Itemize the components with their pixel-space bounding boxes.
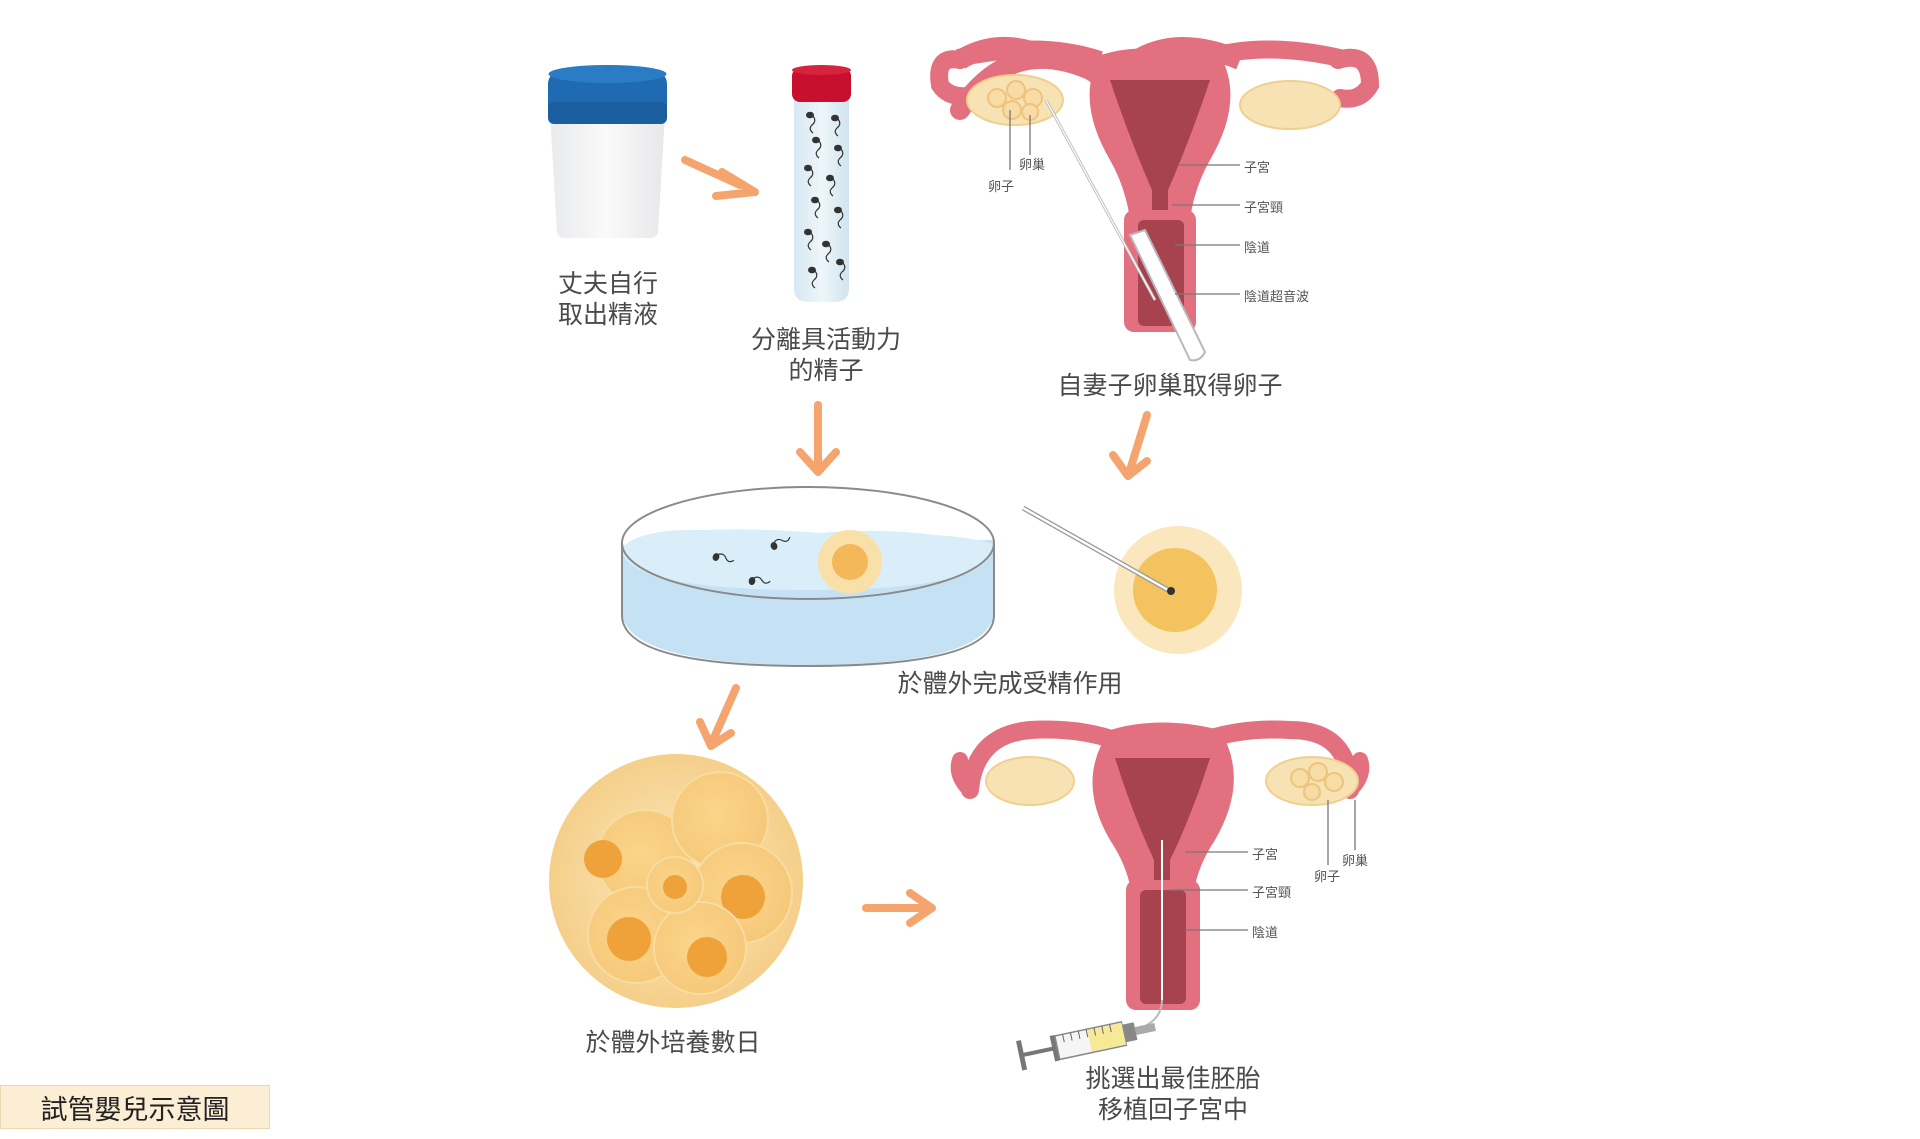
test-tube <box>792 65 851 302</box>
caption-line: 挑選出最佳胚胎 <box>1085 1064 1261 1093</box>
diagram-title: 試管嬰兒示意圖 <box>0 1085 270 1129</box>
caption-line: 於體外完成受精作用 <box>897 669 1123 698</box>
arrow-cup-to-tube <box>681 156 759 200</box>
label-ovary-bottom: 卵巢 <box>1342 854 1369 869</box>
leader-lines-bottom <box>1170 800 1356 931</box>
caption-retrieve-eggs: 自妻子卵巢取得卵子 <box>1040 370 1300 401</box>
embryo <box>549 754 803 1008</box>
caption-fertilization: 於體外完成受精作用 <box>880 668 1140 699</box>
label-vagina-bottom: 陰道 <box>1252 926 1279 941</box>
caption-separate-sperm: 分離具活動力 的精子 <box>736 324 916 387</box>
label-egg-bottom: 卵子 <box>1314 870 1341 885</box>
caption-culture: 於體外培養數日 <box>568 1027 778 1058</box>
caption-collect-semen: 丈夫自行 取出精液 <box>546 268 670 331</box>
uterus-top <box>930 37 1380 362</box>
label-ovary-top: 卵巢 <box>1019 158 1046 173</box>
arrow-dish-to-culture <box>696 684 740 750</box>
caption-transfer: 挑選出最佳胚胎 移植回子宮中 <box>1068 1063 1278 1126</box>
label-vagina-top: 陰道 <box>1244 241 1271 256</box>
caption-line: 的精子 <box>788 356 864 386</box>
leader-lines-top <box>1009 110 1240 295</box>
caption-line: 取出精液 <box>557 300 658 330</box>
uterus-bottom <box>950 720 1370 1036</box>
label-cervix-bottom: 子宮頸 <box>1252 886 1292 901</box>
specimen-cup <box>548 65 667 238</box>
label-uterus-top: 子宮 <box>1244 161 1271 176</box>
petri-dish <box>621 486 995 668</box>
arrow-culture-to-transfer <box>862 889 936 927</box>
caption-line: 於體外培養數日 <box>585 1028 761 1057</box>
label-cervix-top: 子宮頸 <box>1244 201 1284 216</box>
label-ultrasound: 陰道超音波 <box>1244 290 1310 305</box>
label-egg-top: 卵子 <box>988 180 1015 195</box>
caption-line: 丈夫自行 <box>557 269 658 298</box>
arrow-ovary-to-egg <box>1109 411 1151 480</box>
caption-line: 自妻子卵巢取得卵子 <box>1057 371 1283 400</box>
arrow-tube-to-dish <box>796 401 840 476</box>
syringe <box>1016 1020 1156 1071</box>
caption-line: 分離具活動力 <box>750 325 901 354</box>
egg-injection <box>1021 505 1242 654</box>
caption-line: 移植回子宮中 <box>1097 1095 1248 1125</box>
label-uterus-bottom: 子宮 <box>1252 848 1279 863</box>
